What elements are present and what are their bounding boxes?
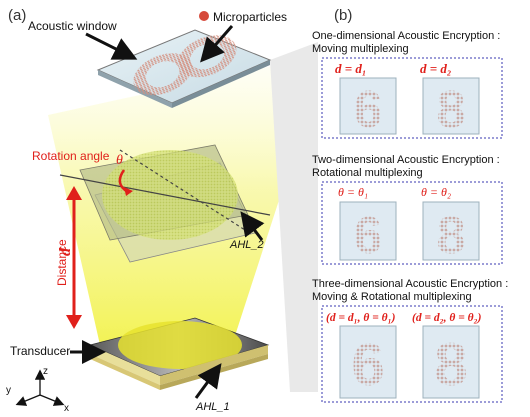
row2-left-digit: 6 [354,207,383,265]
theta-symbol: θ [116,153,123,168]
row2-right-digit: 8 [437,207,466,265]
transducer-label: Transducer [10,344,70,358]
rotation-angle-label: Rotation angle [32,149,110,163]
ahl2-label: AHL_2 [229,239,264,251]
row3-left-cond: (d = d₁, θ = θ₁) [326,312,396,324]
row3-left-card [339,325,397,399]
distance-label: Distance [55,239,69,286]
panel-b-label: (b) [334,7,352,24]
acoustic-window-plate [96,29,272,108]
row3-box [321,305,503,403]
row2-left-card [339,201,397,261]
row3-right-cond: (d = d₂, θ = θ₂) [412,312,482,324]
acoustic-window-pointer [85,32,138,60]
row2-left-cond: θ = θ₁ [338,185,368,199]
row2-title-line2: Rotational multiplexing [312,167,423,179]
row1-left-card [339,77,397,135]
row2-title-line1: Two-dimensional Acoustic Encryption : [312,154,500,166]
row3-right-card [422,325,480,399]
row3-right-digit: 8 [434,331,467,398]
row3-title-line1: Three-dimensional Acoustic Encryption : [312,278,508,290]
microparticle-icon [199,11,209,21]
distance-symbol: d [57,247,74,256]
panel-a-label: (a) [8,7,26,24]
microparticles-label: Microparticles [213,10,287,24]
row2-right-card [422,201,480,261]
row1-left-cond: d = d₁ [335,61,366,76]
axis-z-label: z [43,366,48,377]
row1-title-line1: One-dimensional Acoustic Encryption : [312,30,500,42]
coordinate-axes [15,369,65,406]
panel-a: (a) Microparticles Acoustic window [6,7,318,414]
microparticles-pointer [200,25,234,63]
row3-title-line2: Moving & Rotational multiplexing [312,291,472,303]
acoustic-window-label: Acoustic window [28,19,117,33]
row2-right-cond: θ = θ₂ [421,185,451,199]
row1-title-line2: Moving multiplexing [312,43,409,55]
row2-box [321,181,503,265]
ahl1-pointer [194,363,222,399]
row1-right-card [422,77,480,135]
axis-x-label: x [64,403,69,414]
row1-right-digit: 8 [437,81,466,139]
ahl2-pointer [240,211,265,241]
rotation-arrowhead-icon [124,187,133,196]
axis-y-label: y [6,385,11,396]
distance-arrow [66,186,82,329]
panel-connector-wedge [270,42,318,392]
row1-right-cond: d = d₂ [420,61,451,76]
ahl2-plate [59,144,271,263]
row1-box [321,57,503,139]
ahl1-label: AHL_1 [195,401,230,413]
row1-left-digit: 6 [354,81,383,139]
row3-left-digit: 6 [351,331,384,398]
panel-b: (b) One-dimensional Acoustic Encryption … [312,7,508,403]
